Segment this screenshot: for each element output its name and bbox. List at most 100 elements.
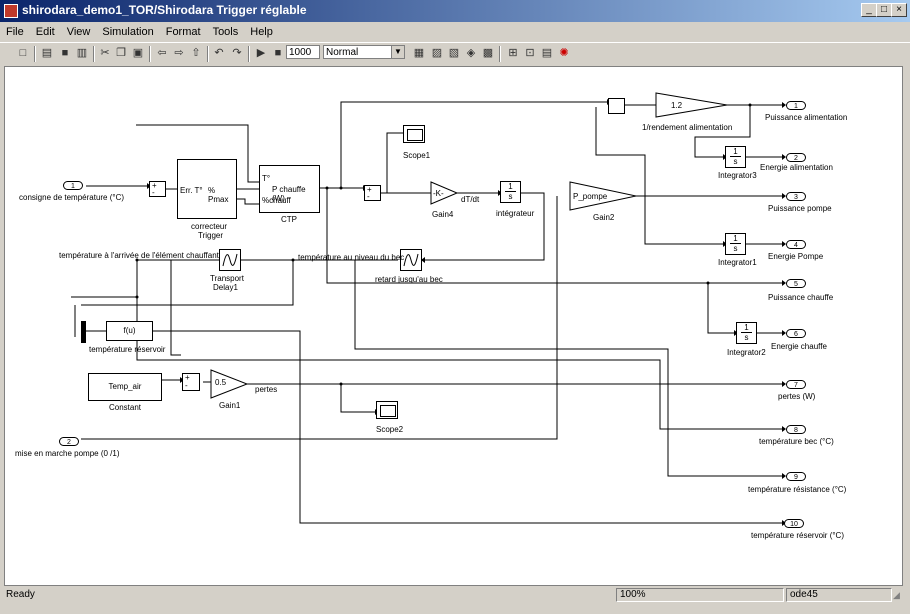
scope2-block[interactable] <box>376 401 398 419</box>
debug-icon[interactable]: ▩ <box>482 47 494 59</box>
stop-simulation-icon[interactable]: ■ <box>274 47 282 59</box>
ctp-chauff-port: %chauff <box>262 196 291 205</box>
sum-block-1[interactable]: + - <box>149 181 166 197</box>
integrator2-block[interactable]: 1 s <box>736 322 757 344</box>
constant-block[interactable]: Temp_air <box>88 373 162 401</box>
status-bar: Ready 100% ode45 ◢ <box>0 586 910 614</box>
print-icon[interactable]: ▥ <box>76 47 88 59</box>
up-arrow-icon[interactable]: ⇧ <box>191 47 201 59</box>
integrator1-block[interactable]: 1 s <box>725 233 746 255</box>
menu-edit[interactable]: Edit <box>35 26 55 38</box>
help-target-icon[interactable]: ✺ <box>559 47 569 59</box>
outport-2[interactable]: 2 <box>786 153 806 162</box>
start-simulation-icon[interactable]: ▶ <box>256 47 266 59</box>
paste-icon[interactable]: ▣ <box>132 47 144 59</box>
profiler-icon[interactable]: ▤ <box>541 47 553 59</box>
outport-1-label: Puissance alimentation <box>765 113 848 122</box>
transport-delay-block[interactable] <box>219 249 241 271</box>
back-arrow-icon[interactable]: ⇦ <box>157 47 167 59</box>
outport-3[interactable]: 3 <box>786 192 806 201</box>
toolbar-separator <box>34 46 36 62</box>
build-icon[interactable]: ◈ <box>466 47 476 59</box>
chevron-down-icon[interactable]: ▼ <box>391 46 404 58</box>
library-browser-icon[interactable]: ▦ <box>413 47 425 59</box>
retard-label: retard jusqu'au bec <box>375 275 443 284</box>
sum-block-2[interactable]: + - <box>364 185 381 201</box>
integrator3-block[interactable]: 1 s <box>725 146 746 168</box>
model-explorer-icon[interactable]: ⊞ <box>508 47 518 59</box>
simulation-mode-select[interactable]: Normal ▼ <box>323 45 405 59</box>
gain-rendement-value[interactable]: 1.2 <box>671 101 683 110</box>
maximize-button[interactable]: □ <box>876 3 892 17</box>
inport-1[interactable]: 1 <box>63 181 83 190</box>
inport-2[interactable]: 2 <box>59 437 79 446</box>
menu-help[interactable]: Help <box>250 26 273 38</box>
undo-icon[interactable]: ↶ <box>214 47 224 59</box>
outport-10[interactable]: 10 <box>784 519 804 528</box>
gain1-label: Gain1 <box>219 401 241 410</box>
menu-format[interactable]: Format <box>165 26 201 38</box>
sum-minus-sign: - <box>185 381 188 390</box>
sum-minus-sign: - <box>152 188 155 197</box>
outport-7[interactable]: 7 <box>786 380 806 389</box>
forward-arrow-icon[interactable]: ⇨ <box>174 47 184 59</box>
outport-5-label: Puissance chauffe <box>768 293 834 302</box>
outport-9[interactable]: 9 <box>786 472 806 481</box>
save-icon[interactable]: ■ <box>61 47 69 59</box>
resize-grip-icon[interactable]: ◢ <box>893 590 900 600</box>
menu-view[interactable]: View <box>66 26 91 38</box>
integrateur-block[interactable]: 1 s <box>500 181 521 203</box>
outport-4[interactable]: 4 <box>786 240 806 249</box>
outport-5[interactable]: 5 <box>786 279 806 288</box>
redo-icon[interactable]: ↷ <box>232 47 242 59</box>
mux-product-block[interactable] <box>608 98 625 114</box>
model-canvas[interactable]: 1 consigne de température (°C) 2 mise en… <box>4 66 903 586</box>
status-text: Ready <box>6 589 35 600</box>
trigger-label-line2: Trigger <box>198 231 224 240</box>
menu-simulation[interactable]: Simulation <box>102 26 154 38</box>
inport-1-label: consigne de température (°C) <box>19 193 125 202</box>
dtdt-label: dT/dt <box>461 195 480 204</box>
gain1-shape <box>210 369 249 399</box>
fcn-block[interactable]: f(u) <box>106 321 153 341</box>
simulation-mode-value: Normal <box>326 47 359 58</box>
integrator2-denominator: s <box>741 332 752 342</box>
outport-8-label: température bec (°C) <box>759 437 834 446</box>
model-browser-icon[interactable]: ▨ <box>431 47 443 59</box>
minimize-button[interactable]: _ <box>861 3 877 17</box>
outport-1[interactable]: 1 <box>786 101 806 110</box>
open-folder-icon[interactable]: ▤ <box>41 47 53 59</box>
outport-10-label: température réservoir (°C) <box>751 531 844 540</box>
gain4-value[interactable]: -K- <box>433 189 444 198</box>
data-explorer-icon[interactable]: ⊡ <box>525 47 535 59</box>
close-button[interactable]: × <box>891 3 907 17</box>
outport-7-label: pertes (W) <box>778 392 816 401</box>
outport-3-label: Puissance pompe <box>768 204 832 213</box>
retard-block[interactable] <box>400 249 422 271</box>
stop-time-field[interactable]: 1000 <box>286 45 320 59</box>
title-bar: shirodara_demo1_TOR/Shirodara Trigger ré… <box>0 0 910 22</box>
toolbar-separator <box>499 46 501 62</box>
integrateur-label: intégrateur <box>496 209 535 218</box>
transport-label-line1: Transport <box>210 274 244 283</box>
integrator1-numerator: 1 <box>733 234 738 243</box>
trigger-label-line1: correcteur <box>191 222 228 231</box>
gain1-value[interactable]: 0.5 <box>215 378 227 387</box>
gain2-value[interactable]: P_pompe <box>573 192 608 201</box>
scope1-block[interactable] <box>403 125 425 143</box>
ctp-block[interactable]: T° P chauffe (W) %chauff <box>259 165 320 213</box>
menu-tools[interactable]: Tools <box>212 26 239 38</box>
copy-icon[interactable]: ❐ <box>116 47 126 59</box>
outport-8[interactable]: 8 <box>786 425 806 434</box>
sum-block-3[interactable]: + - <box>182 373 200 391</box>
integrateur-denominator: s <box>505 191 516 201</box>
menu-file[interactable]: File <box>6 26 24 38</box>
gain4-label: Gain4 <box>432 210 454 219</box>
toolbar-separator <box>248 46 250 62</box>
cut-icon[interactable]: ✂ <box>100 47 110 59</box>
update-diagram-icon[interactable]: ▧ <box>448 47 460 59</box>
trigger-block[interactable]: Err. T° % Pmax <box>177 159 237 219</box>
sum-plus-sign: + <box>185 373 190 382</box>
new-model-icon[interactable]: □ <box>19 47 27 59</box>
outport-6[interactable]: 6 <box>786 329 806 338</box>
